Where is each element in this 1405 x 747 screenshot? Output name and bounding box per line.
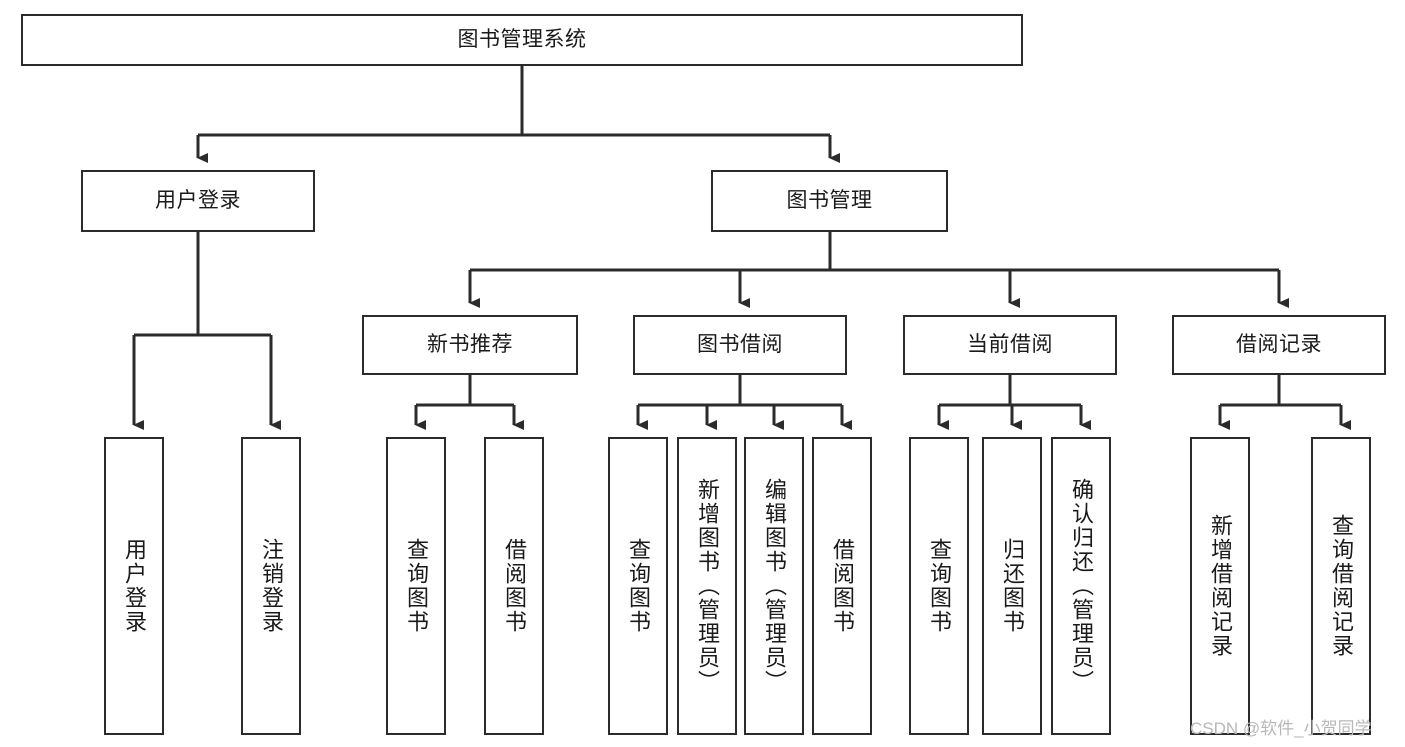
node-book-borrow-label: 图书借阅 — [697, 332, 783, 356]
leaf-node-label: 查询图书 — [927, 538, 952, 634]
leaf-node[interactable]: 借阅图书 — [812, 437, 872, 735]
csdn-watermark: CSDN @软件_小贺同学 — [1190, 719, 1372, 738]
leaf-node[interactable]: 查询图书 — [909, 437, 969, 735]
leaf-node[interactable]: 借阅图书 — [484, 437, 544, 735]
node-root-label: 图书管理系统 — [457, 27, 587, 51]
leaf-node[interactable]: 用户登录 — [104, 437, 164, 735]
node-current-borrow[interactable]: 当前借阅 — [903, 315, 1117, 375]
node-new-book-recommend-label: 新书推荐 — [427, 332, 513, 356]
leaf-node[interactable]: 编辑图书（管理员） — [744, 437, 804, 735]
node-user-login[interactable]: 用户登录 — [81, 170, 315, 232]
leaf-node-label: 查询图书 — [404, 538, 429, 634]
leaf-node-label: 归还图书 — [1000, 538, 1025, 634]
leaf-node[interactable]: 归还图书 — [982, 437, 1042, 735]
leaf-node-label: 新增借阅记录 — [1208, 514, 1233, 658]
leaf-node-label: 查询图书 — [626, 538, 651, 634]
leaf-node[interactable]: 注销登录 — [241, 437, 301, 735]
node-book-borrow[interactable]: 图书借阅 — [633, 315, 847, 375]
leaf-node-label: 新增图书（管理员） — [695, 478, 720, 694]
node-root[interactable]: 图书管理系统 — [21, 14, 1023, 66]
leaf-node-label: 用户登录 — [122, 538, 147, 634]
node-borrow-records[interactable]: 借阅记录 — [1172, 315, 1386, 375]
leaf-node-label: 确认归还（管理员） — [1069, 478, 1094, 694]
leaf-node[interactable]: 查询图书 — [608, 437, 668, 735]
node-borrow-records-label: 借阅记录 — [1236, 332, 1322, 356]
node-new-book-recommend[interactable]: 新书推荐 — [362, 315, 578, 375]
leaf-node-label: 注销登录 — [259, 538, 284, 634]
leaf-node[interactable]: 确认归还（管理员） — [1051, 437, 1111, 735]
leaf-node-label: 编辑图书（管理员） — [762, 478, 787, 694]
node-user-login-label: 用户登录 — [155, 188, 241, 212]
leaf-node[interactable]: 新增图书（管理员） — [677, 437, 737, 735]
node-book-management-label: 图书管理 — [786, 188, 873, 212]
leaf-node-label: 借阅图书 — [502, 538, 527, 634]
leaf-node[interactable]: 查询图书 — [386, 437, 446, 735]
node-book-management[interactable]: 图书管理 — [711, 170, 948, 232]
leaf-node[interactable]: 查询借阅记录 — [1311, 437, 1371, 735]
leaf-node-label: 借阅图书 — [830, 538, 855, 634]
node-current-borrow-label: 当前借阅 — [967, 332, 1053, 356]
leaf-node-label: 查询借阅记录 — [1329, 514, 1354, 658]
leaf-node[interactable]: 新增借阅记录 — [1190, 437, 1250, 735]
